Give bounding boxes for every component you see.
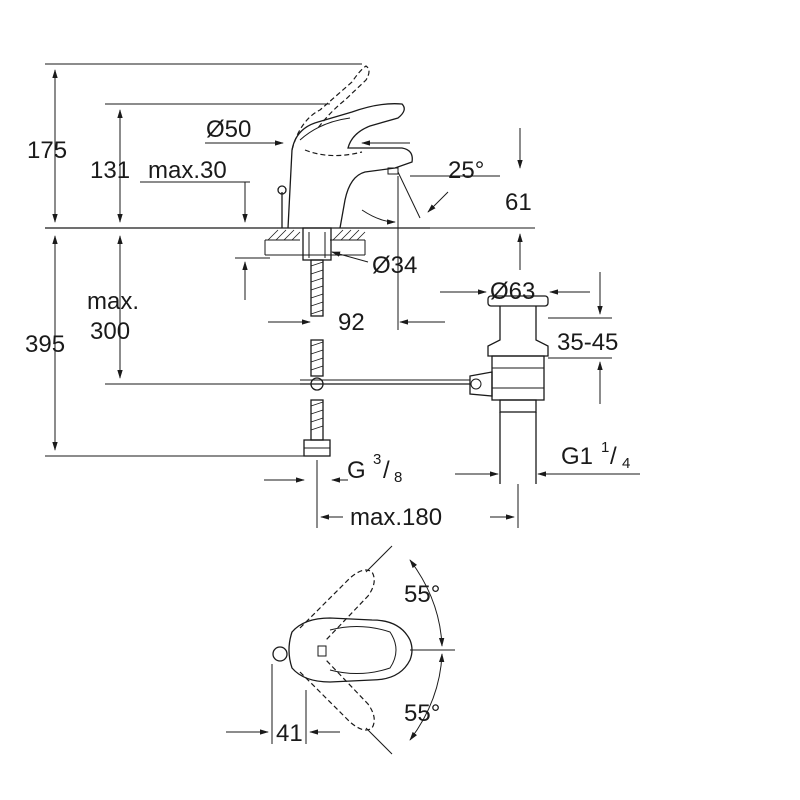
pullrod-clip <box>310 377 324 391</box>
svg-text:3: 3 <box>373 451 381 468</box>
aerator <box>387 167 399 175</box>
faucet-top-view <box>226 545 455 755</box>
label-g38: G 3 / 8 <box>347 451 402 486</box>
label-max: max. <box>87 288 139 315</box>
lever-raised-dashed <box>291 65 370 151</box>
svg-text:G: G <box>347 457 366 484</box>
deck-hatch <box>264 229 366 256</box>
flex-hose-middle <box>310 339 324 377</box>
svg-text:1: 1 <box>601 439 609 456</box>
label-61: 61 <box>505 189 532 216</box>
svg-text:/: / <box>383 457 390 484</box>
label-max180: max.180 <box>350 504 442 531</box>
label-131: 131 <box>90 157 130 184</box>
label-25deg: 25° <box>448 157 484 184</box>
lever-inner <box>329 626 397 674</box>
flex-hose-lower <box>310 399 324 441</box>
label-dia63: Ø63 <box>490 278 535 305</box>
label-175: 175 <box>27 137 67 164</box>
label-dia50: Ø50 <box>206 116 251 143</box>
label-max30: max.30 <box>148 157 227 184</box>
label-41: 41 <box>276 720 303 747</box>
lever-swing-top <box>299 569 375 641</box>
faucet-body <box>287 103 413 229</box>
svg-text:8: 8 <box>394 469 402 486</box>
svg-text:4: 4 <box>622 455 630 472</box>
lever-top <box>288 617 413 683</box>
drain-assembly <box>469 295 549 484</box>
popup-knob-top <box>272 646 288 662</box>
lever-tilt-dashed <box>304 149 363 157</box>
dimension-lines <box>45 63 640 528</box>
label-g114: G1 1 / 4 <box>561 439 630 472</box>
label-55deg-top: 55° <box>404 581 440 608</box>
lever-edge <box>299 117 351 141</box>
faucet-side-view <box>45 65 549 484</box>
dimension-labels: 175 131 max.30 Ø50 25° 61 Ø34 Ø63 92 max… <box>25 116 630 747</box>
popup-knob <box>277 185 287 195</box>
flex-hose-upper <box>310 259 324 317</box>
label-300: 300 <box>90 318 130 345</box>
lever-swing-bottom <box>299 659 375 731</box>
svg-text:/: / <box>610 443 617 470</box>
label-35-45: 35-45 <box>557 329 618 356</box>
label-dia34: Ø34 <box>372 252 417 279</box>
indicator <box>317 645 327 657</box>
svg-text:G1: G1 <box>561 443 593 470</box>
label-55deg-bottom: 55° <box>404 700 440 727</box>
label-92: 92 <box>338 309 365 336</box>
label-395: 395 <box>25 331 65 358</box>
